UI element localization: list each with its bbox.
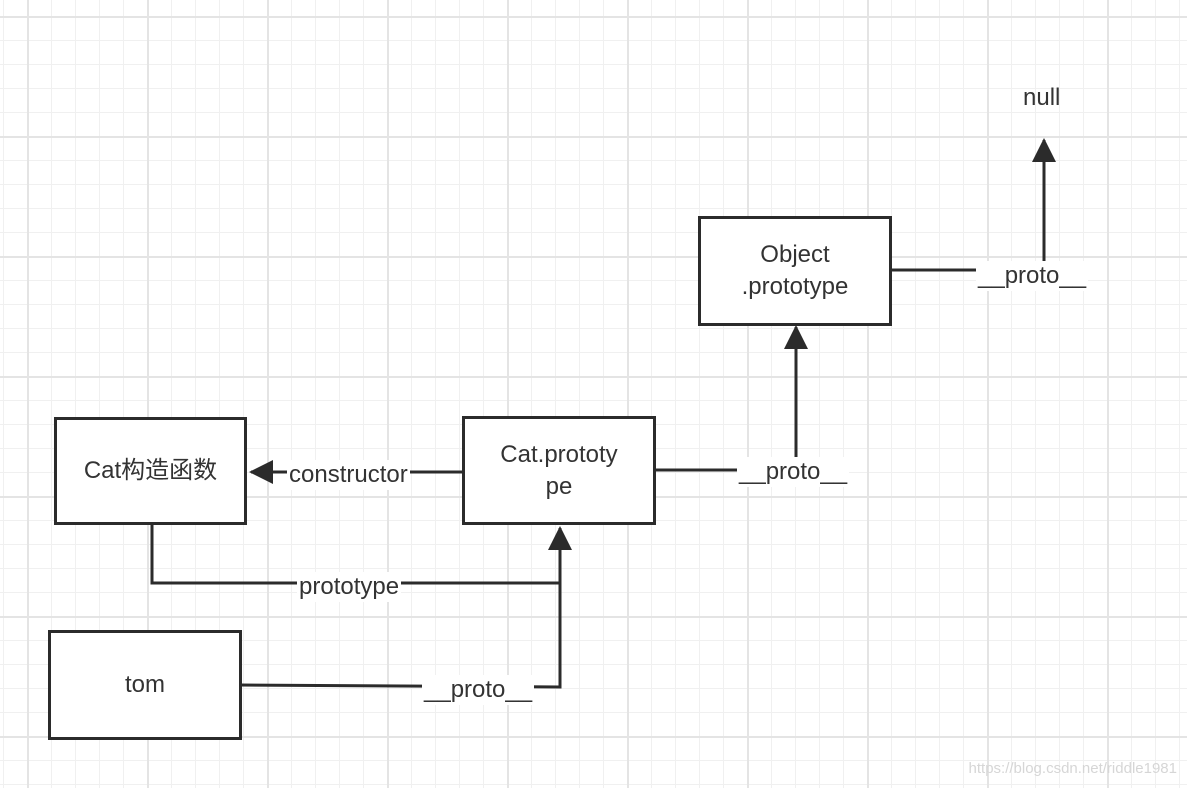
watermark: https://blog.csdn.net/riddle1981 xyxy=(968,760,1177,777)
edge-label-constructor: constructor xyxy=(287,460,410,490)
edge-label-cat-prototype-proto: __proto__ xyxy=(737,457,850,487)
node-null: null xyxy=(1023,84,1061,111)
edge-label-object-prototype-proto: __proto__ xyxy=(976,261,1089,291)
node-cat-prototype: Cat.prototy pe xyxy=(462,416,656,525)
object-prototype-proto-arrow xyxy=(890,138,1056,272)
node-cat-constructor: Cat构造函数 xyxy=(54,417,247,525)
node-tom: tom xyxy=(48,630,242,740)
tom-proto-arrow xyxy=(239,583,562,689)
node-tom-label: tom xyxy=(124,671,165,698)
node-cat-constructor-label: Cat构造函数 xyxy=(83,457,218,484)
node-object-prototype: Object .prototype xyxy=(698,216,892,326)
edge-label-tom-proto: __proto__ xyxy=(422,675,535,705)
node-cat-prototype-label: Cat.prototy pe xyxy=(500,440,618,500)
edge-label-prototype: prototype xyxy=(297,572,402,602)
cat-prototype-proto-arrow xyxy=(655,325,808,472)
node-object-prototype-label: Object .prototype xyxy=(741,241,849,300)
